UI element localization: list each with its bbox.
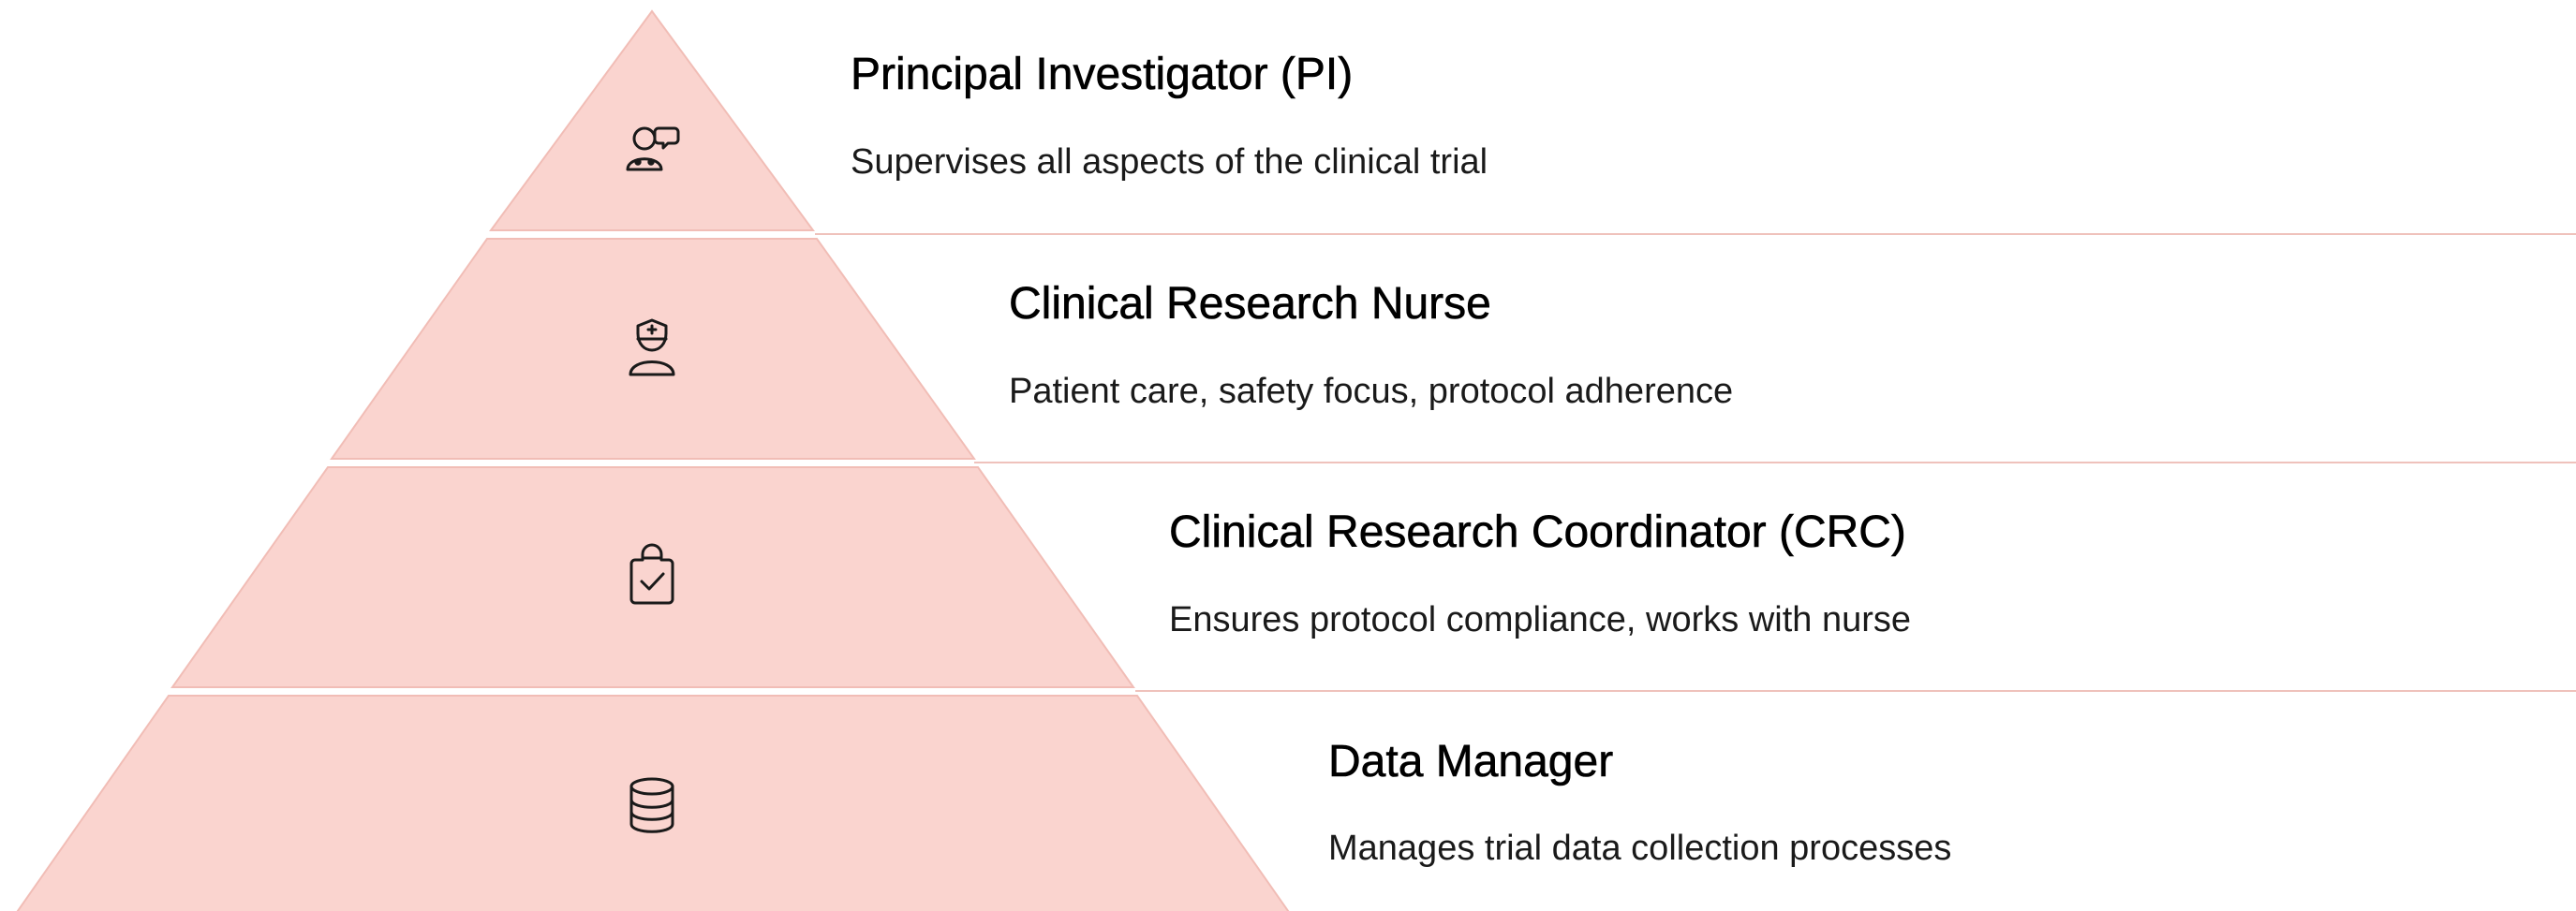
tier-1-description: Supervises all aspects of the clinical t… bbox=[851, 142, 1488, 182]
doctor-consultation-icon bbox=[626, 126, 680, 171]
tier-1-title: Principal Investigator (PI) bbox=[851, 50, 1354, 100]
tier-1-shape bbox=[489, 9, 815, 231]
tier-2-title: Clinical Research Nurse bbox=[1009, 279, 1491, 330]
nurse-icon bbox=[629, 318, 675, 376]
database-icon bbox=[629, 777, 674, 833]
clipboard-check-icon bbox=[629, 543, 674, 605]
tier-3-description: Ensures protocol compliance, works with … bbox=[1169, 600, 1912, 639]
tier-4-description: Manages trial data collection processes bbox=[1328, 829, 1952, 868]
tier-3-shape bbox=[170, 466, 1135, 688]
tier-3-title: Clinical Research Coordinator (CRC) bbox=[1169, 507, 1907, 558]
tier-2-description: Patient care, safety focus, protocol adh… bbox=[1009, 372, 1734, 411]
tier-4-shape bbox=[16, 695, 1290, 911]
tier-4-title: Data Manager bbox=[1328, 737, 1614, 787]
